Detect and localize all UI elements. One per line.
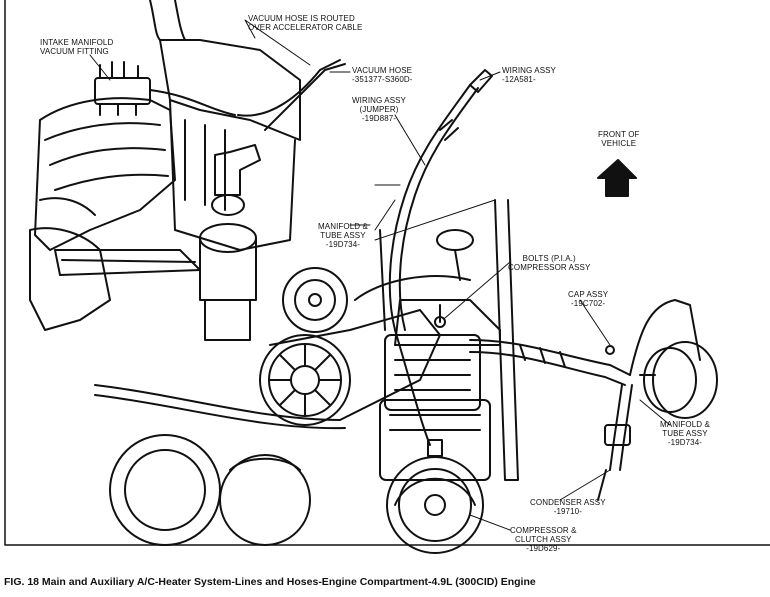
compressor-body	[380, 335, 490, 553]
figure-caption: FIG. 18 Main and Auxiliary A/C-Heater Sy…	[4, 576, 536, 588]
intake-manifold	[30, 98, 200, 330]
label-bolts-compressor-assy: BOLTS (P.I.A.) COMPRESSOR ASSY	[508, 254, 591, 272]
lower-pulleys	[110, 435, 310, 545]
bracket-rail	[495, 200, 518, 480]
vacuum-fitting	[95, 62, 235, 115]
label-compressor-clutch-assy: COMPRESSOR & CLUTCH ASSY -19D629-	[510, 526, 577, 553]
frame-line	[5, 0, 770, 545]
cap-assy-part	[606, 346, 614, 354]
compressor-bracket	[395, 300, 500, 345]
front-vehicle-arrow	[598, 160, 636, 196]
idler-pulley	[283, 268, 347, 332]
label-wiring-assy: WIRING ASSY -12A581-	[502, 66, 556, 84]
accumulator	[640, 342, 717, 418]
pcv-elbow	[200, 145, 260, 340]
label-manifold-tube-assy-lower: MANIFOLD & TUBE ASSY -19D734-	[660, 420, 710, 447]
engine-upper	[150, 0, 300, 250]
vacuum-hoses	[238, 60, 345, 130]
damper-pulley	[260, 335, 350, 425]
label-manifold-tube-assy-upper: MANIFOLD & TUBE ASSY -19D734-	[318, 222, 368, 249]
manifold-tube-line	[470, 340, 630, 385]
label-condenser-assy: CONDENSER ASSY -19710-	[530, 498, 606, 516]
leader-lines	[90, 20, 670, 530]
wiring-harness	[390, 70, 492, 456]
label-intake-manifold-vacuum-fitting: INTAKE MANIFOLD VACUUM FITTING	[40, 38, 114, 56]
label-vacuum-hose: VACUUM HOSE -351377-S360D-	[352, 66, 413, 84]
label-cap-assy: CAP ASSY -19C702-	[568, 290, 609, 308]
engine-compartment-diagram	[0, 0, 770, 572]
drive-belt	[95, 310, 440, 428]
label-wiring-assy-jumper: WIRING ASSY (JUMPER) -19D887-	[352, 96, 406, 123]
label-front-of-vehicle: FRONT OF VEHICLE	[598, 130, 640, 148]
label-vacuum-hose-routed: VACUUM HOSE IS ROUTED OVER ACCELERATOR C…	[248, 14, 363, 32]
condenser-line	[598, 300, 700, 500]
bracket-rail	[380, 230, 385, 330]
manifold-tube-upper	[355, 230, 473, 300]
